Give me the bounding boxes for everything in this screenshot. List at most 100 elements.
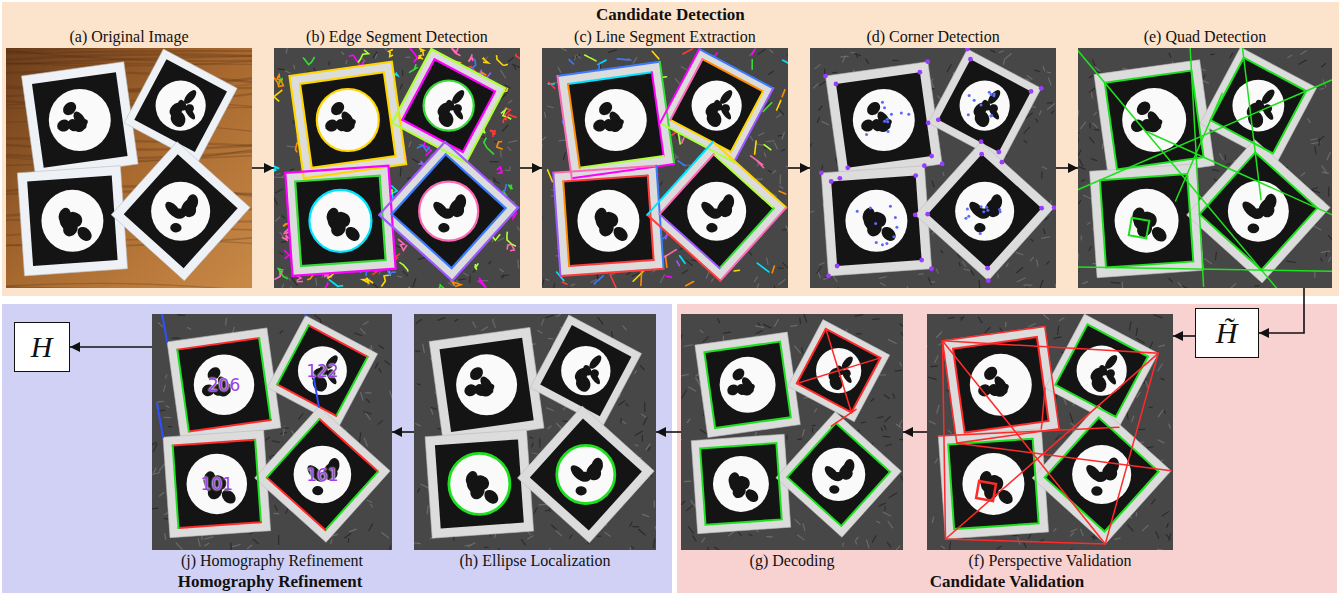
floor-texture xyxy=(1094,112,1096,115)
quad-outline xyxy=(1211,58,1307,154)
floor-texture xyxy=(756,178,762,179)
floor-texture xyxy=(1078,201,1080,204)
floor-texture xyxy=(500,151,502,157)
corner-dot xyxy=(881,243,884,246)
line-segment xyxy=(682,138,684,143)
marker-blob xyxy=(170,223,182,233)
floor-texture xyxy=(1288,55,1292,58)
floor-texture xyxy=(503,125,508,131)
floor-texture xyxy=(782,229,786,230)
marker-border xyxy=(660,154,774,268)
floor-texture xyxy=(899,420,902,426)
line-segment xyxy=(670,120,731,152)
floor-texture xyxy=(1161,379,1164,380)
floor-texture xyxy=(724,332,730,334)
edge-segment xyxy=(303,57,315,65)
edge-segment xyxy=(482,58,488,63)
floor-texture xyxy=(418,257,426,259)
floor-texture xyxy=(660,275,664,283)
floor-texture xyxy=(1047,102,1052,104)
floor-texture xyxy=(517,260,519,268)
floor-texture xyxy=(403,271,407,275)
floor-texture xyxy=(278,68,284,70)
floor-texture xyxy=(675,79,680,85)
floor-texture xyxy=(1255,285,1259,287)
floor-texture xyxy=(931,81,934,88)
floor-texture xyxy=(798,438,802,440)
floor-texture xyxy=(1082,180,1085,181)
floor-texture xyxy=(931,281,935,282)
marker-paper xyxy=(111,142,250,281)
floor-texture xyxy=(774,286,776,288)
floor-texture xyxy=(1158,440,1164,443)
line-segment xyxy=(772,266,774,273)
floor-texture xyxy=(1136,328,1137,335)
line-segment xyxy=(752,49,755,55)
floor-texture xyxy=(1093,123,1098,127)
marker-blob xyxy=(180,201,199,220)
marker-border xyxy=(402,59,495,152)
floor-texture xyxy=(1314,226,1321,230)
floor-texture xyxy=(315,279,317,286)
floor-texture xyxy=(997,274,999,278)
floor-texture xyxy=(1093,60,1095,66)
floor-texture xyxy=(542,137,546,141)
floor-texture xyxy=(782,149,785,151)
floor-texture xyxy=(880,277,887,279)
floor-texture xyxy=(803,429,805,435)
edge-segment xyxy=(497,55,508,65)
floor-texture xyxy=(574,56,576,60)
rejected-line xyxy=(938,427,1119,436)
quad-outline xyxy=(1100,174,1193,267)
line-segment xyxy=(665,250,677,257)
corner-dot xyxy=(979,139,984,144)
floor-texture xyxy=(275,217,279,221)
marker-blob xyxy=(55,118,72,134)
floor-texture xyxy=(1287,261,1296,262)
marker-blob xyxy=(591,118,608,134)
marker-blob xyxy=(611,224,631,244)
marker-circle xyxy=(692,81,742,131)
line-segment xyxy=(777,100,781,110)
marker-border xyxy=(300,72,396,168)
floor-texture xyxy=(877,521,880,523)
floor-texture xyxy=(1017,278,1025,282)
floor-texture xyxy=(282,216,285,218)
edge-segment xyxy=(497,141,503,149)
corner-dot xyxy=(925,59,930,64)
line-segment xyxy=(782,90,785,97)
marker-paper xyxy=(379,142,518,281)
floor-texture xyxy=(542,217,543,222)
floor-texture xyxy=(715,547,722,550)
wood-grain xyxy=(6,287,252,288)
floor-texture xyxy=(501,275,509,277)
edge-segment xyxy=(438,284,446,288)
floor-texture xyxy=(1111,282,1120,284)
floor-texture xyxy=(1318,139,1319,145)
edge-segment xyxy=(497,167,503,173)
edge-segment xyxy=(284,250,289,258)
floor-texture xyxy=(900,439,903,441)
line-segment xyxy=(678,161,685,166)
floor-texture xyxy=(803,524,805,531)
marker-blob xyxy=(1134,99,1153,118)
floor-texture xyxy=(1332,239,1333,241)
floor-texture xyxy=(885,416,891,422)
floor-texture xyxy=(1058,326,1059,334)
floor-texture xyxy=(795,520,800,525)
line-segment xyxy=(751,156,763,165)
floor-background xyxy=(1078,48,1332,288)
floor-texture xyxy=(798,535,805,540)
floor-texture xyxy=(1142,525,1148,531)
floor-texture xyxy=(738,531,742,535)
floor-texture xyxy=(928,278,931,285)
line-segment xyxy=(699,49,773,88)
floor-texture xyxy=(1079,167,1085,170)
floor-texture xyxy=(769,71,773,74)
quad-candidate-line xyxy=(1238,48,1261,200)
floor-texture xyxy=(764,324,771,327)
floor-texture xyxy=(1201,69,1205,71)
floor-texture xyxy=(563,153,565,160)
marker-paper xyxy=(285,166,395,276)
matrix-symbol: H̃ xyxy=(1216,316,1238,350)
